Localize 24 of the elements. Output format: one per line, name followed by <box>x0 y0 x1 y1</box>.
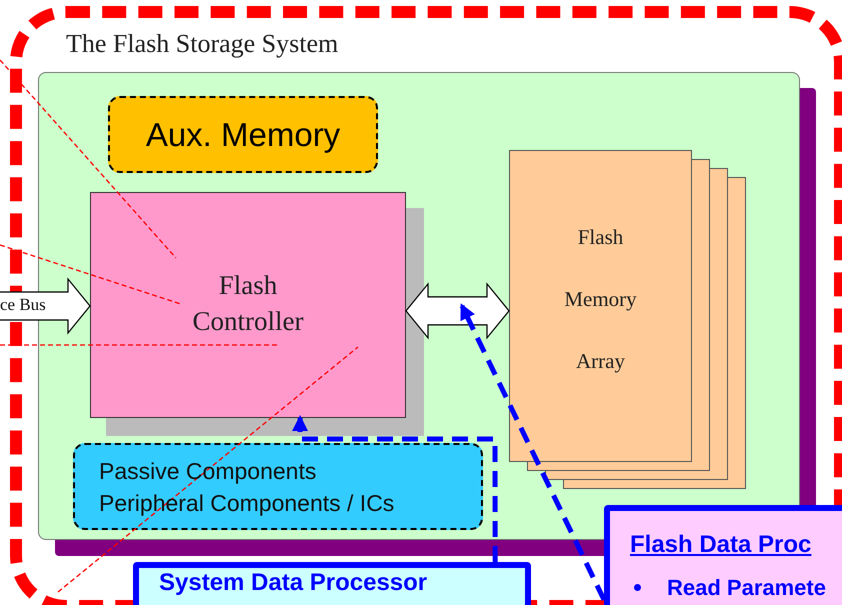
boundary-heading: The Flash Storage System <box>66 28 338 60</box>
leader-line <box>0 244 182 305</box>
dashed-arrow <box>292 415 498 562</box>
leader-line <box>58 346 358 592</box>
edge-label: ce Bus <box>0 295 46 315</box>
block-label: Aux. Memory <box>146 114 340 155</box>
leader-line <box>0 60 176 258</box>
block-arrow <box>405 282 510 340</box>
component-label: Passive Components <box>99 456 318 486</box>
memory-box <box>108 96 378 173</box>
component-label: Peripheral Components / ICs <box>99 488 396 518</box>
box-heading: System Data Processor <box>159 568 428 598</box>
leader-line <box>0 344 279 346</box>
processor-box <box>604 505 842 605</box>
dashed-arrow <box>460 303 606 601</box>
list-item: Read Paramete <box>667 574 826 602</box>
processor-box <box>133 562 531 605</box>
block-arrow <box>0 277 91 335</box>
box-heading: Flash Data Proc <box>630 530 812 560</box>
block-label: Flash Memory Array <box>563 224 638 375</box>
memory-array-sheet <box>509 150 692 462</box>
controller-box <box>90 192 406 418</box>
components-box <box>73 443 483 530</box>
block-label: Flash Controller <box>192 269 304 338</box>
